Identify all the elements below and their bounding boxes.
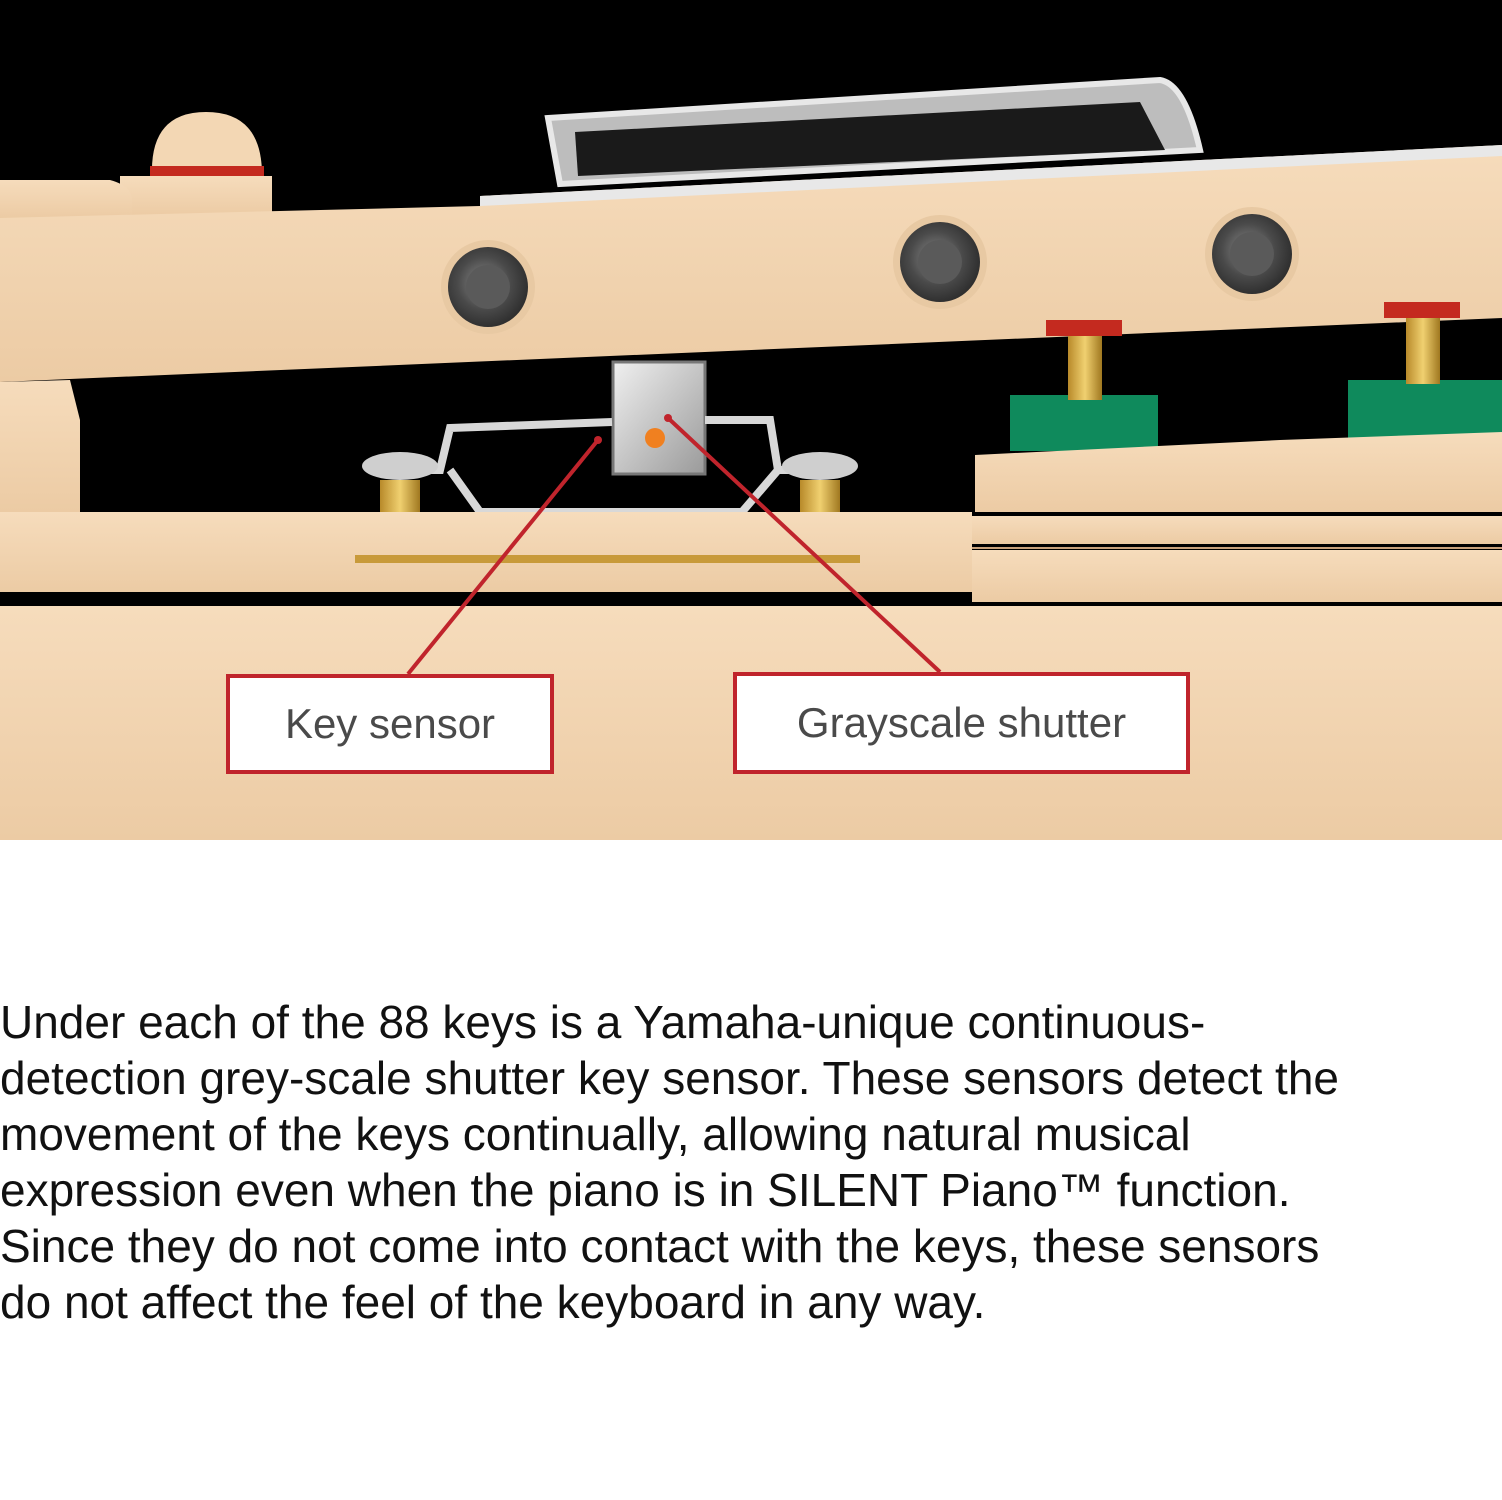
screw	[1205, 207, 1299, 301]
grayscale-shutter	[611, 360, 707, 476]
piano-action-illustration: Key sensor Grayscale shutter	[0, 0, 1502, 840]
piano-action-drawing	[0, 0, 1502, 840]
shutter-leader	[666, 416, 942, 674]
caption: Under each of the 88 keys is a Yamaha-un…	[0, 994, 1500, 1330]
caption-line: movement of the keys continually, allowi…	[0, 1108, 1191, 1160]
grayscale-shutter-label: Grayscale shutter	[733, 672, 1190, 774]
key-sensor-label: Key sensor	[226, 674, 554, 774]
caption-line: Since they do not come into contact with…	[0, 1220, 1320, 1272]
left-block	[0, 180, 132, 218]
knob-base	[120, 176, 272, 216]
caption-line: Under each of the 88 keys is a Yamaha-un…	[0, 996, 1206, 1048]
caption-line: do not affect the feel of the keyboard i…	[0, 1276, 986, 1328]
caption-line: detection grey-scale shutter key sensor.…	[0, 1052, 1339, 1104]
caption-line: expression even when the piano is in SIL…	[0, 1164, 1291, 1216]
key-rail	[0, 145, 1502, 382]
right-key	[975, 432, 1502, 512]
felt	[1348, 380, 1502, 440]
key-sensor-leader	[406, 438, 600, 676]
shutter-light	[645, 428, 665, 448]
knob-felt	[150, 166, 264, 178]
felt	[1010, 395, 1158, 451]
knob	[151, 112, 262, 175]
screw	[893, 215, 987, 309]
screw	[441, 240, 535, 334]
